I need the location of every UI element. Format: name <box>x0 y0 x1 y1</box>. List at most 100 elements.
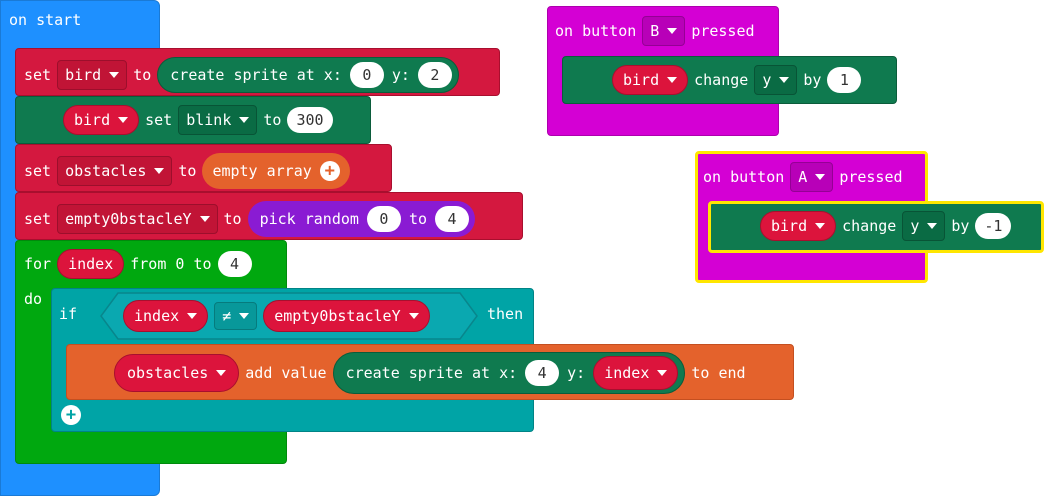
chevron-down-icon <box>154 168 165 174</box>
create-sprite-block[interactable]: create sprite at x: 0 y: 2 <box>157 57 459 93</box>
not-equal-label: ≠ <box>222 307 232 325</box>
change-y-row-a: bird change y by -1 <box>760 211 1017 241</box>
bird-var-label: bird <box>623 71 660 89</box>
chevron-down-icon <box>187 313 198 319</box>
chevron-down-icon <box>927 223 938 229</box>
add-value-label: add value <box>245 363 327 382</box>
chevron-down-icon <box>216 370 227 376</box>
for-loop-header: for index from 0 to 4 <box>24 249 258 279</box>
chevron-down-icon <box>667 28 678 34</box>
if-add-branch-button[interactable]: + <box>61 405 81 425</box>
set-keyword: set <box>145 110 173 129</box>
chevron-down-icon <box>118 117 129 123</box>
plus-icon[interactable]: + <box>319 161 340 181</box>
index-var-pill[interactable]: index <box>593 356 679 390</box>
plus-icon: + <box>61 405 81 425</box>
x-value-field[interactable]: 4 <box>525 360 560 386</box>
for-keyword: for <box>24 254 52 273</box>
empty-obstacle-y-var-pill[interactable]: empty0bstacleY <box>263 300 430 332</box>
on-start-label: on start <box>9 11 82 29</box>
chevron-down-icon <box>657 370 668 376</box>
index-var-pill[interactable]: index <box>123 300 209 332</box>
set-empty-obstacle-y-row: set empty0bstacleY to pick random 0 to 4 <box>24 201 481 237</box>
chevron-down-icon <box>667 77 678 83</box>
from-keyword: from 0 to <box>130 254 212 273</box>
change-label: change <box>694 70 749 89</box>
then-keyword: then <box>487 305 524 323</box>
to-keyword: to <box>178 161 197 180</box>
y-value-field[interactable]: 2 <box>417 62 452 88</box>
bird-var-label: bird <box>771 217 808 235</box>
bird-var-dropdown[interactable]: bird <box>57 60 128 90</box>
set-obstacles-row: set obstacles to empty array + <box>24 153 356 189</box>
to-keyword: to <box>133 65 152 84</box>
on-button-label: on button <box>555 21 637 40</box>
to-keyword: to <box>408 210 427 228</box>
index-var-label: index <box>134 307 180 325</box>
y-axis-label: y <box>910 217 920 235</box>
set-bird-row: set bird to create sprite at x: 0 y: 2 <box>24 57 465 93</box>
bird-var-pill[interactable]: bird <box>760 211 837 241</box>
random-max-field[interactable]: 4 <box>435 206 469 232</box>
blink-label: blink <box>186 111 232 129</box>
chevron-down-icon <box>815 174 826 180</box>
empty-obstacle-y-label: empty0bstacleY <box>274 307 401 325</box>
create-sprite-block[interactable]: create sprite at x: 4 y: index <box>332 352 686 394</box>
empty-obstacle-y-var-dropdown[interactable]: empty0bstacleY <box>57 204 218 234</box>
y-label: y: <box>391 66 410 84</box>
x-value-field[interactable]: 0 <box>349 62 384 88</box>
by-label: by <box>803 70 822 89</box>
add-value-row: obstacles add value create sprite at x: … <box>114 352 752 394</box>
chevron-down-icon <box>779 77 790 83</box>
empty-array-label: empty array <box>212 162 312 180</box>
on-button-label: on button <box>703 167 785 186</box>
bird-var-pill[interactable]: bird <box>63 105 140 135</box>
if-keyword-row: if <box>59 307 83 322</box>
button-a-dropdown[interactable]: A <box>790 162 834 192</box>
obstacles-var-label: obstacles <box>127 364 209 382</box>
button-b-label: B <box>650 22 660 40</box>
operator-dropdown[interactable]: ≠ <box>214 302 258 330</box>
pressed-label: pressed <box>839 167 903 186</box>
to-end-label: to end <box>691 363 746 382</box>
pick-random-block[interactable]: pick random 0 to 4 <box>247 201 475 237</box>
index-var-pill[interactable]: index <box>57 249 125 279</box>
blink-value-field[interactable]: 300 <box>287 107 333 133</box>
set-keyword: set <box>24 209 52 228</box>
index-var-label: index <box>604 364 650 382</box>
by-label: by <box>951 216 970 235</box>
change-value-field[interactable]: 1 <box>827 67 862 93</box>
y-axis-label: y <box>762 71 772 89</box>
pressed-label: pressed <box>691 21 755 40</box>
to-keyword: to <box>223 209 242 228</box>
button-a-label: A <box>798 168 808 186</box>
bird-var-pill[interactable]: bird <box>612 65 689 95</box>
empty-obstacle-y-label: empty0bstacleY <box>65 210 192 228</box>
obstacles-var-pill[interactable]: obstacles <box>114 354 240 392</box>
bird-var-label: bird <box>74 111 111 129</box>
do-row: do <box>24 292 48 307</box>
empty-array-block[interactable]: empty array + <box>202 153 350 189</box>
create-sprite-label: create sprite at x: <box>170 66 342 84</box>
chevron-down-icon <box>239 313 250 319</box>
on-button-a-header: on button A pressed <box>703 162 909 192</box>
then-row: then <box>487 307 529 322</box>
loop-max-field[interactable]: 4 <box>217 251 252 277</box>
on-button-b-header: on button B pressed <box>555 16 761 46</box>
button-b-dropdown[interactable]: B <box>642 16 686 46</box>
obstacles-var-dropdown[interactable]: obstacles <box>57 156 173 186</box>
chevron-down-icon <box>815 223 826 229</box>
change-value-field[interactable]: -1 <box>975 213 1012 239</box>
axis-dropdown[interactable]: y <box>902 211 946 241</box>
axis-dropdown[interactable]: y <box>754 65 798 95</box>
set-blink-row: bird set blink to 300 <box>63 105 339 135</box>
random-min-field[interactable]: 0 <box>366 206 401 232</box>
pick-random-label: pick random <box>259 210 359 228</box>
obstacles-var-label: obstacles <box>65 162 147 180</box>
blink-property-dropdown[interactable]: blink <box>178 105 258 135</box>
if-keyword: if <box>59 305 78 323</box>
do-keyword: do <box>24 290 43 308</box>
change-label: change <box>842 216 897 235</box>
y-label: y: <box>567 364 586 382</box>
bird-var-label: bird <box>65 66 102 84</box>
